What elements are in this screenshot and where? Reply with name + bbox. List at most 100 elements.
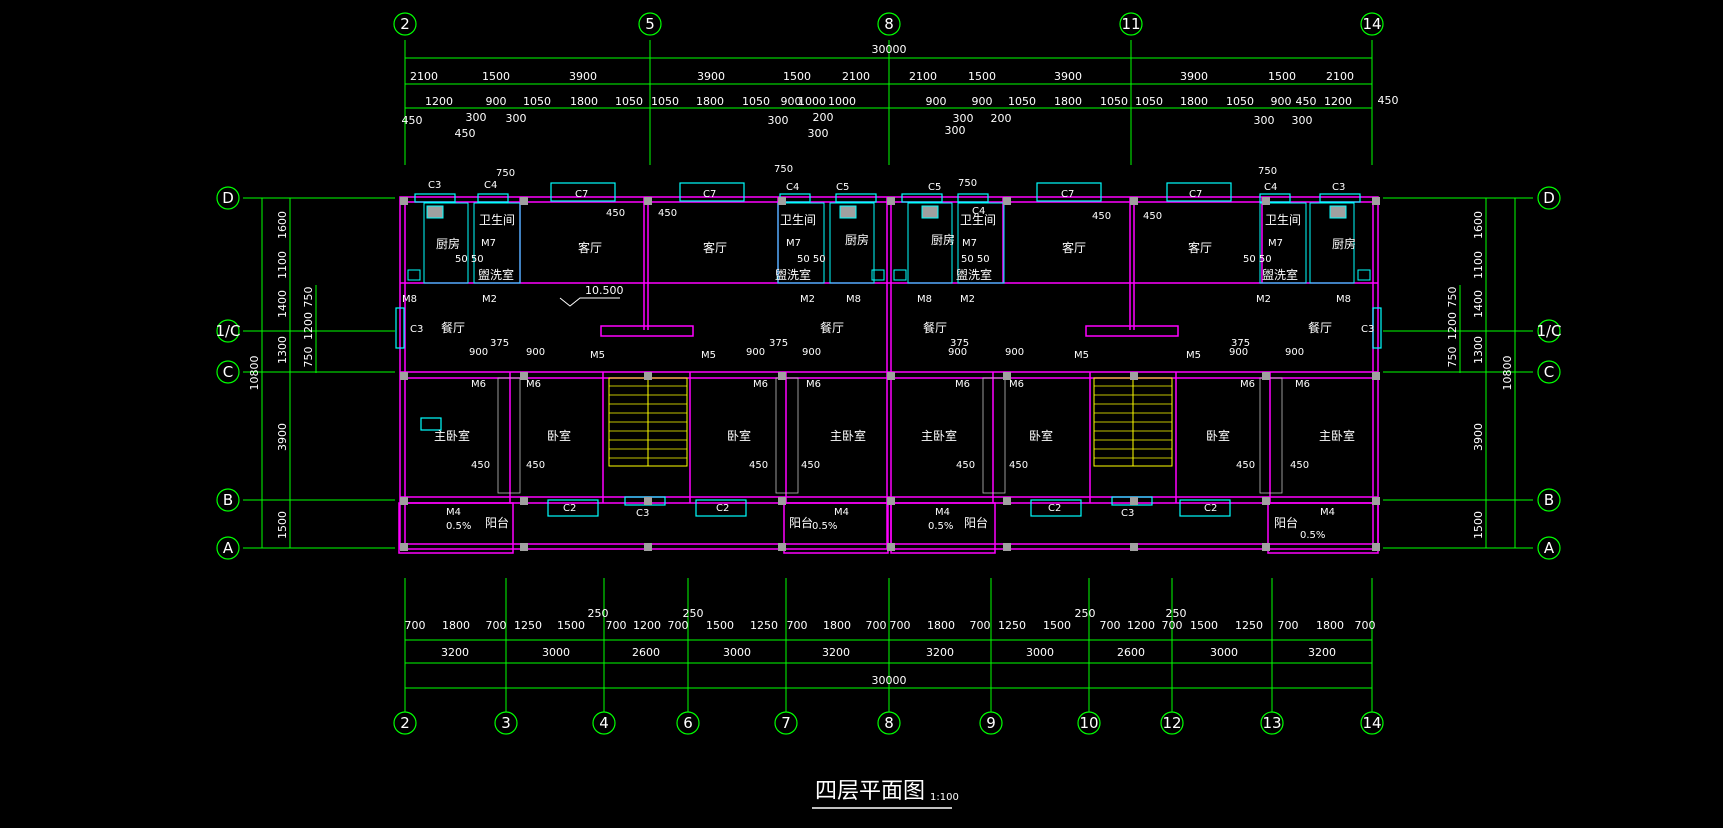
column bbox=[887, 372, 895, 380]
tag-c3: C3 bbox=[636, 508, 649, 519]
tag-c7: C7 bbox=[1061, 189, 1074, 200]
tag-slope: 0.5% bbox=[812, 521, 837, 532]
column bbox=[1372, 543, 1380, 551]
dim-top-extra: 300 bbox=[945, 124, 966, 137]
dim-bottom-row1: 250 bbox=[683, 607, 704, 620]
axis-bubble bbox=[216, 360, 240, 384]
dim-top-extra: 200 bbox=[813, 111, 834, 124]
axis-bubble bbox=[393, 711, 417, 735]
column bbox=[887, 497, 895, 505]
room-label-wash: 盥洗室 bbox=[1262, 267, 1298, 282]
dim-bottom-row2: 3200 bbox=[822, 646, 850, 659]
axis-label-left-3: B bbox=[223, 491, 233, 509]
dim-top-row2: 1000 bbox=[828, 95, 856, 108]
dim-bottom-row1: 250 bbox=[1166, 607, 1187, 620]
dim-small-label: 750 bbox=[774, 164, 793, 175]
drawing-title: 四层平面图 bbox=[815, 779, 925, 804]
column bbox=[1130, 497, 1138, 505]
dim-top-extra: 300 bbox=[808, 127, 829, 140]
axis-label-left-4: A bbox=[223, 539, 234, 557]
dim-small-label: 450 bbox=[526, 460, 545, 471]
room-labels: 厨房厨房厨房厨房卫生间卫生间卫生间卫生间盥洗室盥洗室盥洗室盥洗室客厅客厅客厅客厅… bbox=[434, 213, 1356, 530]
dim-small-label: 900 bbox=[1285, 347, 1304, 358]
dim-small-label: 450 bbox=[1092, 211, 1111, 222]
axis-label-bottom-6: 9 bbox=[986, 714, 996, 732]
axis-bubble bbox=[1537, 360, 1561, 384]
tag-m4: M4 bbox=[935, 507, 950, 518]
tag-c3: C3 bbox=[1121, 508, 1134, 519]
dim-top-row1: 2100 bbox=[410, 70, 438, 83]
room-label-living: 客厅 bbox=[1188, 240, 1212, 255]
dim-small-label: 900 bbox=[526, 347, 545, 358]
dim-bottom-row1: 700 bbox=[970, 619, 991, 632]
dim-bottom-row1: 1800 bbox=[442, 619, 470, 632]
tag-c3: C3 bbox=[410, 324, 423, 335]
column bbox=[520, 197, 528, 205]
axis-bubble bbox=[216, 186, 240, 210]
axis-bubble bbox=[592, 711, 616, 735]
axis-bubble bbox=[494, 711, 518, 735]
dim-right-outer: 1600 bbox=[1472, 211, 1485, 239]
tag-m7: M7 bbox=[1268, 238, 1283, 249]
dim-top-row1: 2100 bbox=[909, 70, 937, 83]
column bbox=[1262, 372, 1270, 380]
dim-top-row1: 2100 bbox=[1326, 70, 1354, 83]
tag-m4: M4 bbox=[1320, 507, 1335, 518]
dim-right-inner: 1200 bbox=[1446, 312, 1459, 340]
tag-m6: M6 bbox=[471, 379, 486, 390]
dim-bottom-row1: 1500 bbox=[706, 619, 734, 632]
axis-label-top-2: 8 bbox=[884, 15, 894, 33]
tag-c2: C2 bbox=[563, 503, 576, 514]
dim-bottom-row1: 1250 bbox=[998, 619, 1026, 632]
room-label-balcony: 阳台 bbox=[1274, 515, 1298, 530]
dim-bottom-row1: 1250 bbox=[514, 619, 542, 632]
column bbox=[400, 372, 408, 380]
tag-m7: M7 bbox=[786, 238, 801, 249]
dim-overall-top: 30000 bbox=[872, 43, 907, 56]
dim-top-row1: 1500 bbox=[968, 70, 996, 83]
tag-m7: M7 bbox=[481, 238, 496, 249]
tag-m6: M6 bbox=[806, 379, 821, 390]
dim-right-outer: 1500 bbox=[1472, 511, 1485, 539]
tag-c5: C5 bbox=[928, 182, 941, 193]
dim-top-extra: 450 bbox=[455, 127, 476, 140]
tag-m2: M2 bbox=[1256, 294, 1271, 305]
dim-top-row2: 1000 bbox=[798, 95, 826, 108]
axis-grid-lines bbox=[243, 40, 1533, 712]
room-label-bedroom: 卧室 bbox=[727, 428, 751, 443]
column bbox=[400, 197, 408, 205]
tag-m8: M8 bbox=[402, 294, 417, 305]
axis-label-left-0: D bbox=[222, 189, 234, 207]
column bbox=[520, 543, 528, 551]
dim-small-label: 50 50 bbox=[1243, 254, 1272, 265]
column bbox=[887, 543, 895, 551]
elevation-value: 10.500 bbox=[585, 284, 624, 297]
dim-bottom-row1: 700 bbox=[866, 619, 887, 632]
dim-left-outer: 1400 bbox=[276, 290, 289, 318]
axis-label-bottom-3: 6 bbox=[683, 714, 693, 732]
dim-left-outer: 3900 bbox=[276, 423, 289, 451]
tag-m6: M6 bbox=[1240, 379, 1255, 390]
dim-left-outer: 1100 bbox=[276, 251, 289, 279]
dim-left-outer: 1500 bbox=[276, 511, 289, 539]
tag-c2: C2 bbox=[1048, 503, 1061, 514]
dim-top-row2: 1800 bbox=[1180, 95, 1208, 108]
tag-m8: M8 bbox=[917, 294, 932, 305]
dim-bottom-row2: 3000 bbox=[1026, 646, 1054, 659]
room-label-living: 客厅 bbox=[578, 240, 602, 255]
dim-bottom-row1: 700 bbox=[606, 619, 627, 632]
dim-bottom-row1: 250 bbox=[588, 607, 609, 620]
tag-m4: M4 bbox=[834, 507, 849, 518]
room-label-dining: 餐厅 bbox=[923, 320, 947, 335]
dim-small-label: 450 bbox=[1143, 211, 1162, 222]
room-label-master-bed: 主卧室 bbox=[1319, 428, 1355, 443]
dim-top-row2: 1800 bbox=[570, 95, 598, 108]
dim-bottom-row1: 700 bbox=[1278, 619, 1299, 632]
dim-top-row2: 900 bbox=[486, 95, 507, 108]
dim-bottom-row1: 1500 bbox=[1190, 619, 1218, 632]
dim-small-label: 50 50 bbox=[455, 254, 484, 265]
dim-top-row2: 900 bbox=[1271, 95, 1292, 108]
dim-small-label: 900 bbox=[746, 347, 765, 358]
dim-small-label: 450 bbox=[1236, 460, 1255, 471]
